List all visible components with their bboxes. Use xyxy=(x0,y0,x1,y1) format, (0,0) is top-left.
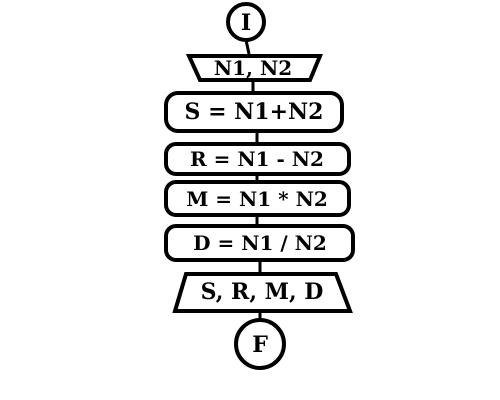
connector-start-input xyxy=(244,39,251,55)
process-divide-label: D = N1 / N2 xyxy=(193,231,327,255)
output-label: S, R, M, D xyxy=(201,279,324,305)
process-sum-node: S = N1+N2 xyxy=(164,91,344,133)
process-subtract-node: R = N1 - N2 xyxy=(164,142,351,176)
output-node: S, R, M, D xyxy=(172,272,353,313)
input-node: N1, N2 xyxy=(185,54,323,82)
process-multiply-node: M = N1 * N2 xyxy=(164,180,351,217)
process-subtract-label: R = N1 - N2 xyxy=(190,147,324,171)
process-divide-node: D = N1 / N2 xyxy=(164,224,355,262)
process-multiply-label: M = N1 * N2 xyxy=(186,187,328,211)
start-node: I xyxy=(226,2,266,42)
end-label: F xyxy=(252,332,268,358)
process-sum-label: S = N1+N2 xyxy=(185,99,324,125)
end-node: F xyxy=(234,318,286,370)
input-label: N1, N2 xyxy=(214,56,292,80)
start-label: I xyxy=(241,10,251,36)
